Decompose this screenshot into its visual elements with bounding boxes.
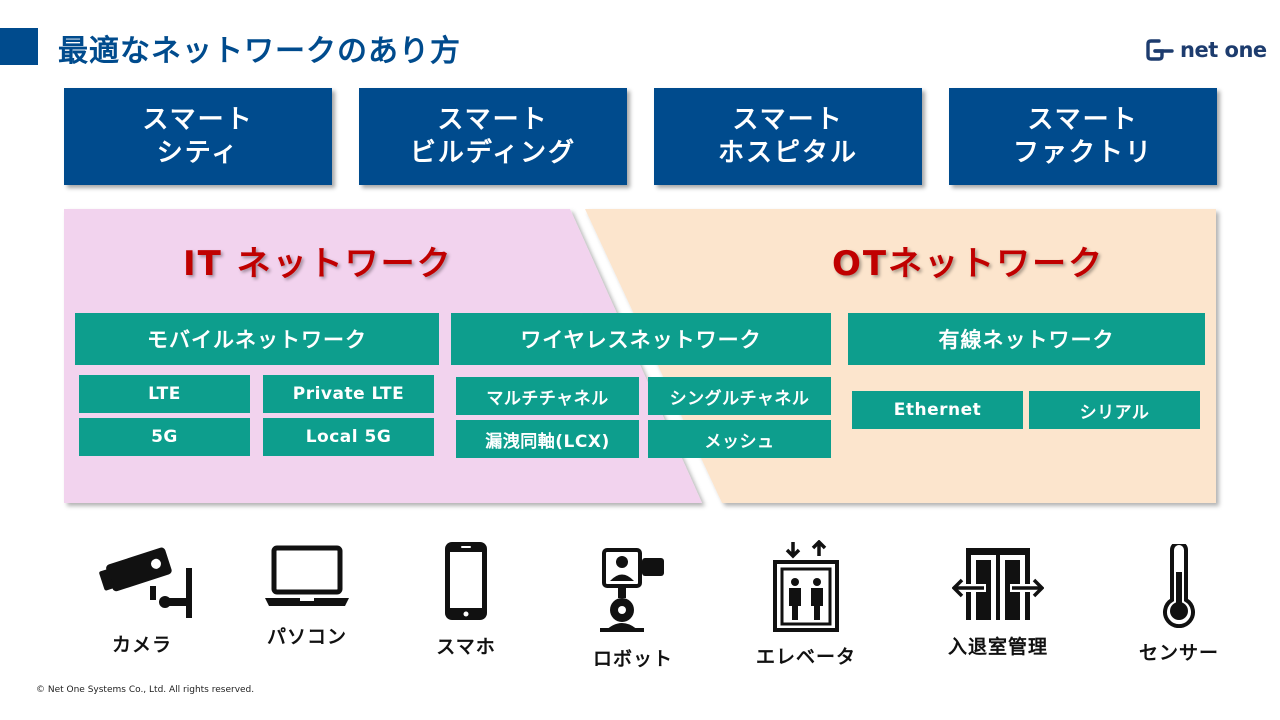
device-label: スマホ	[436, 636, 496, 658]
chip-local-5g: Local 5G	[263, 418, 434, 456]
laptop-icon	[265, 545, 349, 606]
chip-mesh: メッシュ	[648, 420, 831, 458]
chip-private-lte: Private LTE	[263, 375, 434, 413]
chip-ethernet: Ethernet	[852, 391, 1023, 429]
chip-multichannel: マルチチャネル	[456, 377, 639, 415]
chip-5g: 5G	[79, 418, 250, 456]
smart-box-line2: ホスピタル	[717, 137, 858, 168]
wired-network-header: 有線ネットワーク	[848, 313, 1205, 365]
device-label: カメラ	[111, 634, 172, 656]
device-sensor: センサー	[1119, 544, 1239, 665]
mobile-network-header: モバイルネットワーク	[75, 313, 439, 365]
device-label: エレベータ	[755, 646, 856, 668]
smart-building-box: スマート ビルディング	[359, 88, 627, 185]
device-smartphone: スマホ	[406, 540, 526, 659]
it-network-title: IT ネットワーク	[183, 244, 453, 284]
device-access-control: 入退室管理	[938, 546, 1058, 659]
smart-box-line1: スマート	[732, 104, 844, 135]
smart-box-line2: ビルディング	[409, 137, 577, 168]
smart-box-line1: スマート	[142, 104, 254, 135]
chip-lte: LTE	[79, 375, 250, 413]
title-accent-bar	[0, 28, 38, 65]
device-label: 入退室管理	[947, 636, 1048, 658]
smart-box-line2: シティ	[156, 137, 240, 168]
door-access-icon	[952, 548, 1044, 620]
chip-singlechannel: シングルチャネル	[648, 377, 831, 415]
ot-network-title: OTネットワーク	[832, 244, 1105, 284]
robot-icon	[600, 548, 664, 632]
smartphone-icon	[445, 542, 487, 620]
smart-factory-box: スマート ファクトリ	[949, 88, 1217, 185]
chip-lcx: 漏洩同軸(LCX)	[456, 420, 639, 458]
device-robot: ロボット	[573, 548, 693, 671]
smart-box-line1: スマート	[437, 104, 549, 135]
page-title: 最適なネットワークのあり方	[58, 34, 461, 69]
smart-box-line2: ファクトリ	[1012, 137, 1153, 168]
device-camera: カメラ	[82, 540, 202, 657]
company-logo: net one	[1146, 36, 1267, 64]
smart-hospital-box: スマート ホスピタル	[654, 88, 922, 185]
thermometer-icon	[1163, 544, 1195, 628]
smart-city-box: スマート シティ	[64, 88, 332, 185]
net-one-logo-icon	[1146, 39, 1174, 61]
device-label: ロボット	[592, 648, 673, 670]
device-label: パソコン	[266, 626, 347, 648]
wireless-network-header: ワイヤレスネットワーク	[451, 313, 831, 365]
device-laptop: パソコン	[247, 540, 367, 649]
copyright-notice: © Net One Systems Co., Ltd. All rights r…	[36, 685, 255, 695]
logo-text: net one	[1180, 38, 1267, 62]
device-elevator: エレベータ	[746, 540, 866, 669]
security-camera-icon	[99, 547, 192, 618]
smart-box-line1: スマート	[1027, 104, 1139, 135]
chip-serial: シリアル	[1029, 391, 1200, 429]
elevator-icon	[773, 540, 839, 632]
device-label: センサー	[1138, 642, 1219, 664]
